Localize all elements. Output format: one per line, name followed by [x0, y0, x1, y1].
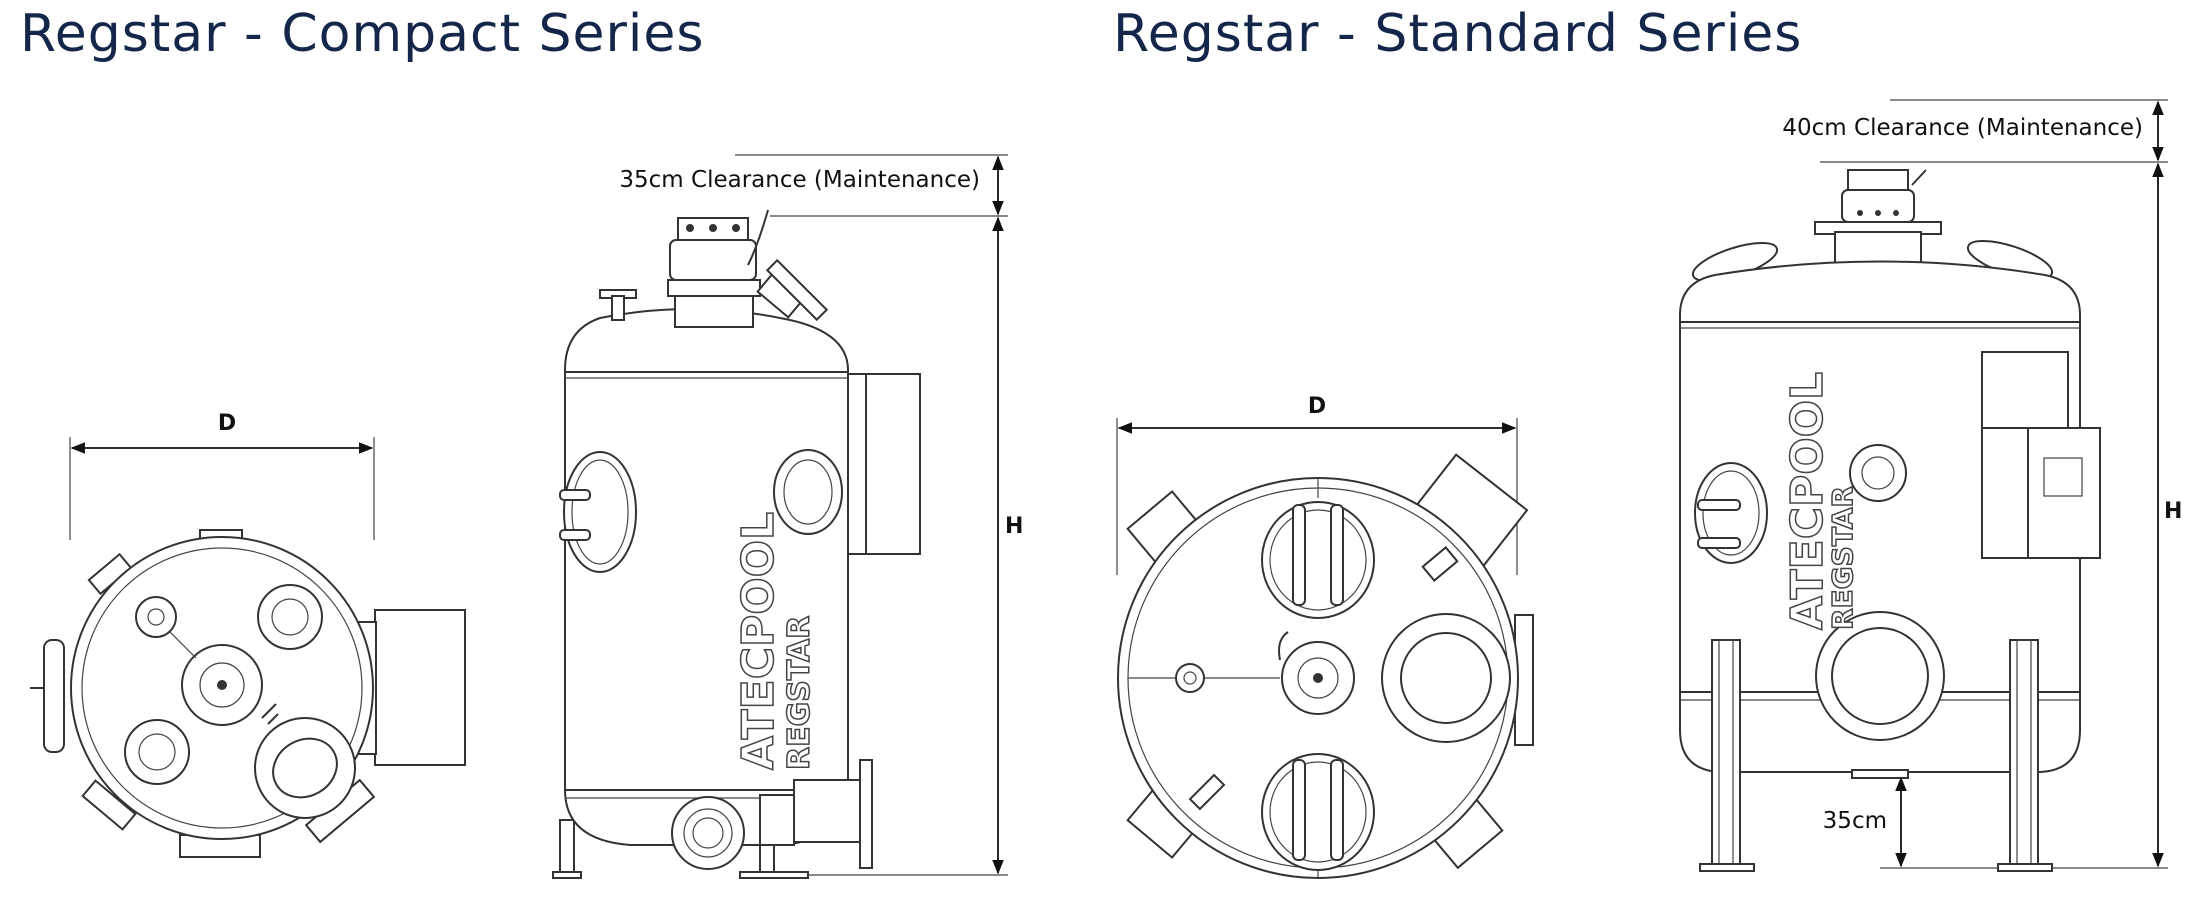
standard-side-view: 40cm Clearance (Maintenance) H	[1679, 99, 2182, 872]
standard-leg-height-label: 35cm	[1823, 808, 1887, 834]
compact-series-title: Regstar - Compact Series	[20, 4, 705, 64]
compact-tank-body	[564, 308, 849, 846]
standard-top-view: D	[1116, 394, 1534, 879]
compact-h-label: H	[1005, 514, 1023, 539]
compact-d-label: D	[218, 411, 236, 436]
standard-d-label: D	[1308, 394, 1326, 419]
standard-series-title: Regstar - Standard Series	[1113, 4, 1803, 64]
compact-side-view: 35cm Clearance (Maintenance) H	[552, 154, 1023, 879]
compact-clearance-label: 35cm Clearance (Maintenance)	[619, 167, 980, 193]
compact-top-view: D	[30, 411, 466, 858]
compact-brand-atecpool: ATECPOOL	[733, 512, 784, 770]
standard-brand-atecpool: ATECPOOL	[1782, 372, 1833, 630]
standard-clearance-label: 40cm Clearance (Maintenance)	[1782, 115, 2143, 141]
compact-brand-regstar: REGSTAR	[782, 616, 817, 770]
standard-h-label: H	[2164, 499, 2182, 524]
standard-brand-regstar: REGSTAR	[1826, 486, 1859, 630]
